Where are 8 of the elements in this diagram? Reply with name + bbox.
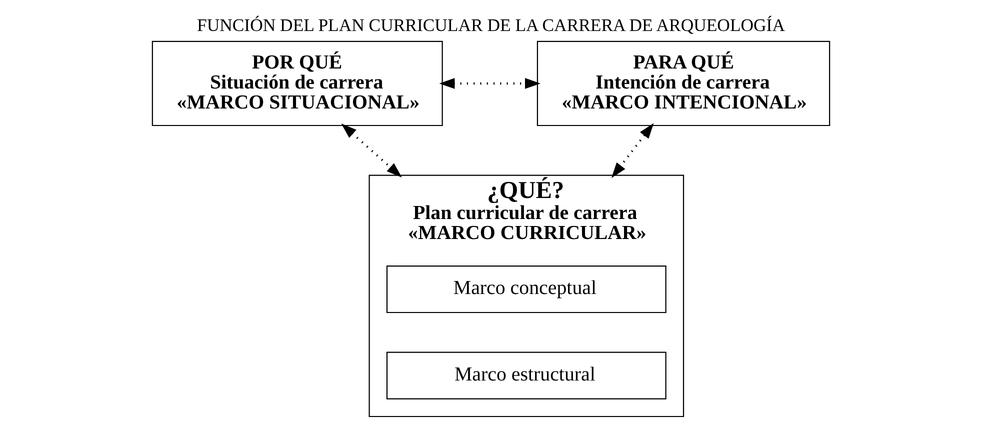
node-box: Marco conceptual [386,265,666,314]
node-box: PARA QUÉ Intención de carrera «MARCO INTENCIONAL» [536,40,830,126]
arrow [610,123,654,178]
diagram-title: FUNCIÓN DEL PLAN CURRICULAR DE LA CARRERA DE ARQUEOLOGÍA [196,15,784,36]
arrow [438,78,540,89]
node-box: POR QUÉ Situación de carrera «MARCO SITUACIONAL» [151,40,442,126]
arrow [340,124,402,178]
node-box: Marco estructural [386,352,666,400]
